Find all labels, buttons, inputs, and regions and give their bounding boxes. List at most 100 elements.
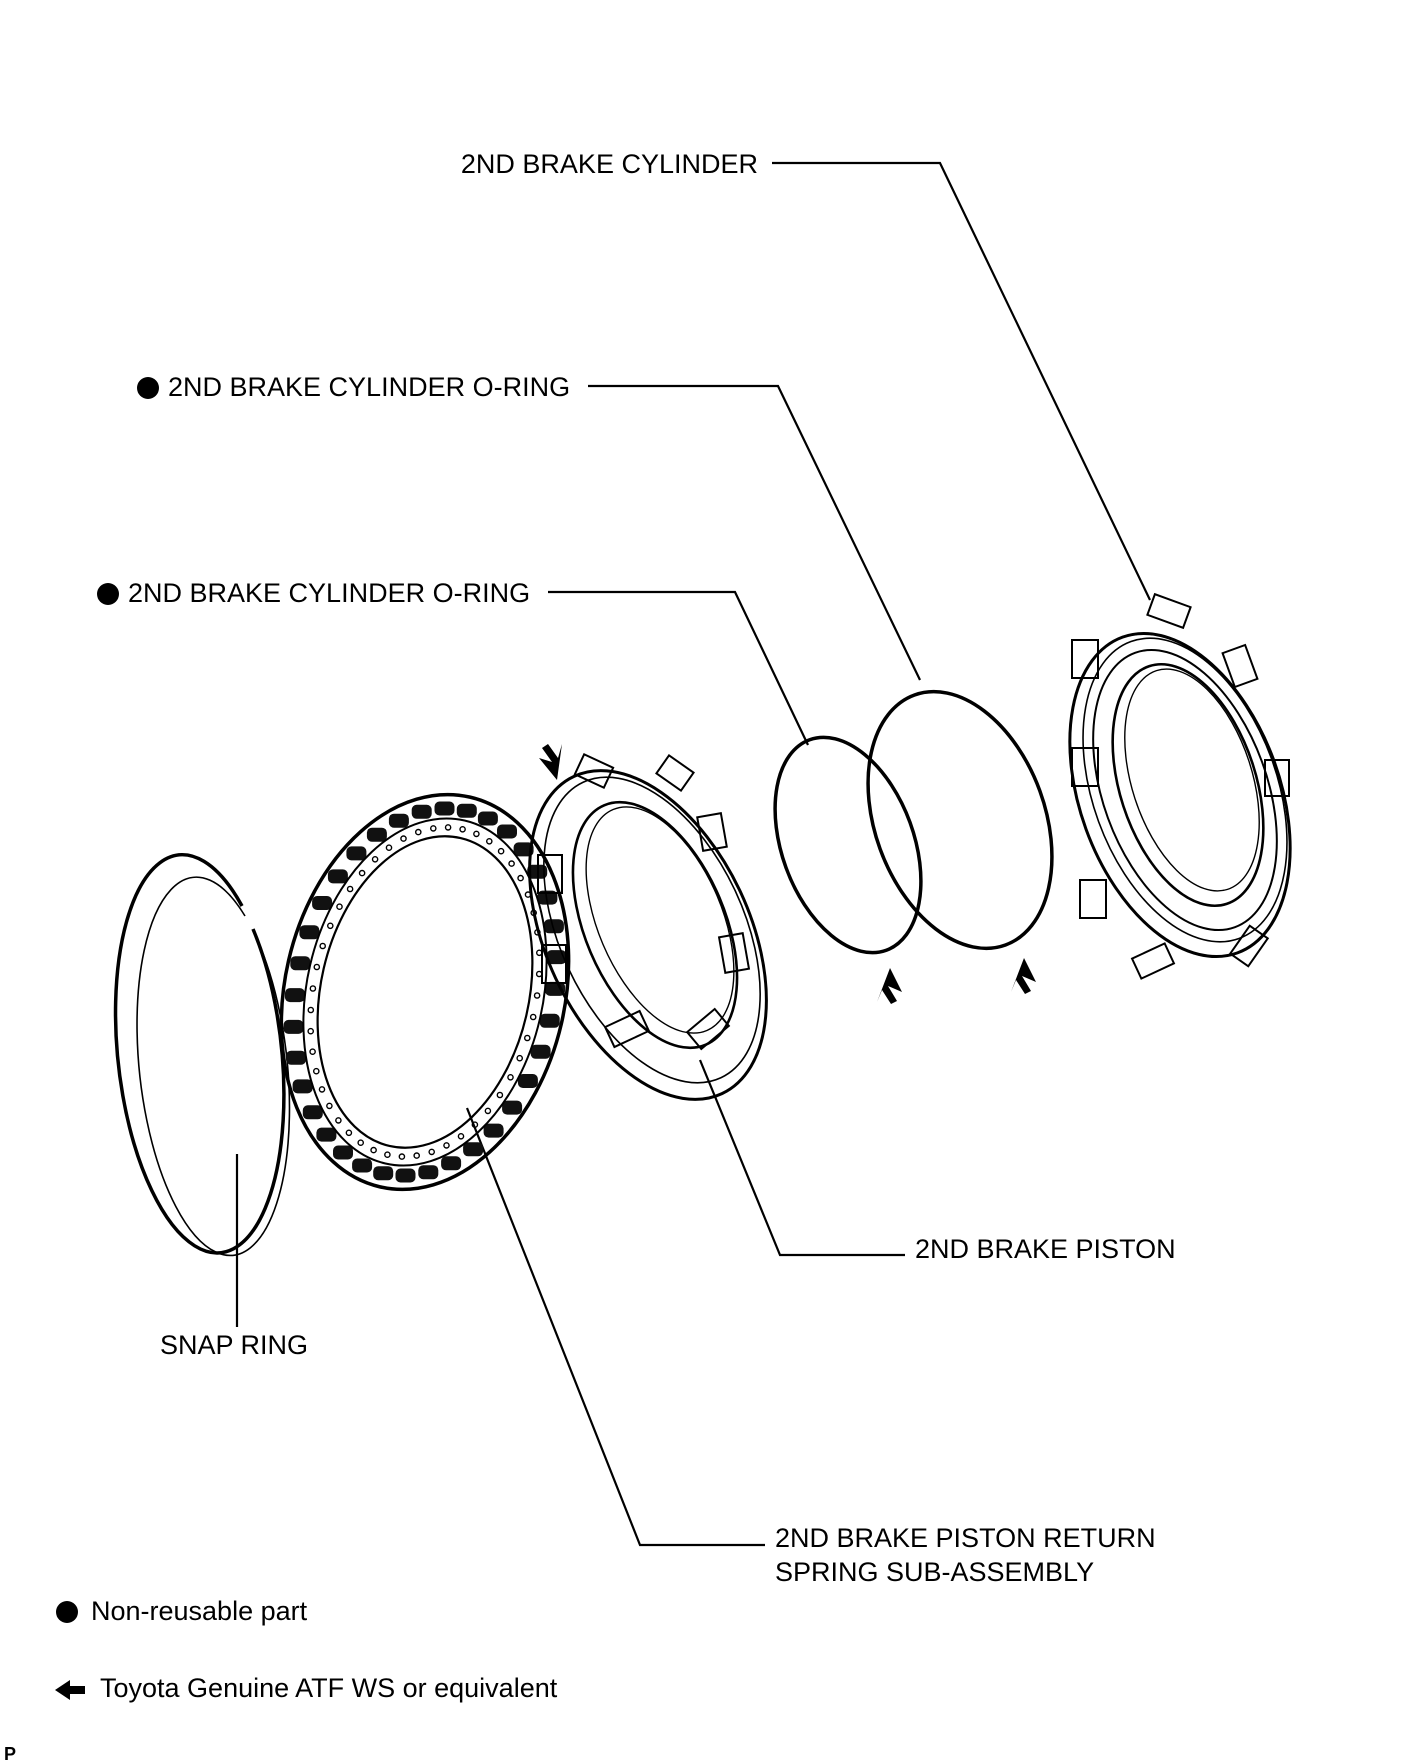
retainer-hole <box>309 985 317 992</box>
atf-arrow-icon-oring-outer <box>1011 958 1036 994</box>
retainer-hole <box>508 860 515 867</box>
spring-coil <box>543 919 564 934</box>
retainer-hole <box>429 825 437 832</box>
label-spring-line2: SPRING SUB-ASSEMBLY <box>775 1557 1094 1587</box>
retainer-hole <box>428 1148 436 1156</box>
corner-mark: P <box>4 1744 16 1763</box>
spring-coil <box>456 803 477 818</box>
spring-coil <box>441 1156 462 1171</box>
retainer-hole <box>345 1129 353 1137</box>
snap-ring-part <box>113 853 291 1257</box>
retainer-hole <box>517 874 524 882</box>
label-snap-ring: SNAP RING <box>160 1330 308 1360</box>
spring-coil <box>302 1105 323 1120</box>
leader-piston <box>698 1059 905 1257</box>
retainer-hole <box>313 963 321 971</box>
spring-coil <box>333 1145 353 1160</box>
retainer-hole <box>473 830 480 838</box>
brake-piston-part <box>528 752 768 1101</box>
return-spring-part <box>279 792 571 1192</box>
spring-coil <box>463 1142 484 1157</box>
retainer-hole <box>318 1086 326 1093</box>
spring-coil <box>292 1079 313 1094</box>
spring-coil <box>283 1019 304 1034</box>
retainer-hole <box>370 1146 377 1154</box>
spring-coil <box>299 925 320 940</box>
retainer-hole <box>384 1151 391 1158</box>
spring-coil <box>284 988 305 1003</box>
spring-coil <box>537 890 558 905</box>
retainer-hole <box>413 1152 421 1159</box>
retainer-hole <box>319 942 327 950</box>
atf-arrow-icon-oring-inner <box>877 968 902 1004</box>
leader-spring <box>465 1107 765 1547</box>
non-reusable-icon <box>137 377 159 399</box>
spring-coil <box>290 956 311 971</box>
retainer-hole <box>444 824 452 831</box>
spring-coil <box>352 1158 373 1173</box>
label-oring-outer: 2ND BRAKE CYLINDER O-RING <box>168 372 570 402</box>
retainer-hole <box>385 844 393 852</box>
retainer-hole <box>457 1133 465 1140</box>
retainer-hole <box>496 1091 504 1099</box>
retainer-hole <box>346 885 354 893</box>
left-arrow-icon <box>55 1680 85 1700</box>
label-spring-line1: 2ND BRAKE PISTON RETURN <box>775 1523 1156 1553</box>
retainer-hole <box>507 1074 514 1081</box>
retainer-hole <box>529 1013 537 1021</box>
retainer-hole <box>309 1048 316 1055</box>
filled-circle-icon <box>56 1601 78 1623</box>
legend-atf: Toyota Genuine ATF WS or equivalent <box>100 1673 558 1703</box>
spring-coil <box>530 1044 551 1059</box>
spring-coil <box>434 801 455 816</box>
retainer-hole <box>307 1027 315 1035</box>
leader-oring-inner <box>548 590 809 746</box>
retainer-hole <box>326 922 334 930</box>
spring-coil <box>327 869 348 884</box>
spring-coil <box>366 827 387 842</box>
retainer-hole <box>326 1102 333 1110</box>
spring-coil <box>497 824 517 839</box>
spring-coil <box>312 896 333 910</box>
spring-retainer-holes <box>307 824 543 1160</box>
retainer-hole <box>471 1121 479 1128</box>
atf-arrow-icon-piston <box>539 744 562 780</box>
oring-outer-part <box>866 689 1054 951</box>
retainer-hole <box>358 869 366 877</box>
retainer-hole <box>516 1054 524 1062</box>
non-reusable-icon <box>97 583 119 605</box>
spring-coil <box>411 804 432 819</box>
legend-non-reusable: Non-reusable part <box>91 1596 308 1626</box>
retainer-hole <box>371 856 379 863</box>
retainer-hole <box>484 1107 492 1115</box>
spring-coil <box>513 842 534 857</box>
leader-brake-cylinder <box>772 161 1151 601</box>
spring-coil <box>539 1013 560 1028</box>
spring-coil <box>483 1123 504 1138</box>
spring-coil <box>373 1166 394 1181</box>
leader-oring-outer <box>588 384 921 681</box>
retainer-hole <box>398 1153 406 1160</box>
retainer-hole <box>524 1034 531 1042</box>
retainer-hole <box>336 903 343 911</box>
retainer-hole <box>400 835 407 842</box>
spring-coil <box>346 846 367 861</box>
spring-coil <box>388 813 409 828</box>
spring-coil <box>517 1074 538 1088</box>
label-oring-inner: 2ND BRAKE CYLINDER O-RING <box>128 578 530 608</box>
brake-cylinder-part <box>1068 592 1292 980</box>
retainer-hole <box>485 838 493 845</box>
retainer-hole <box>414 828 422 836</box>
oring-inner-part <box>773 735 923 955</box>
retainer-hole <box>533 992 541 999</box>
spring-coil <box>502 1100 523 1115</box>
retainer-hole <box>357 1139 365 1146</box>
retainer-hole <box>307 1006 315 1014</box>
retainer-hole <box>443 1142 450 1149</box>
spring-coil <box>418 1165 439 1180</box>
label-piston: 2ND BRAKE PISTON <box>915 1234 1176 1264</box>
spring-coil <box>477 811 498 826</box>
spring-coil <box>316 1127 337 1142</box>
spring-coil <box>286 1050 307 1065</box>
